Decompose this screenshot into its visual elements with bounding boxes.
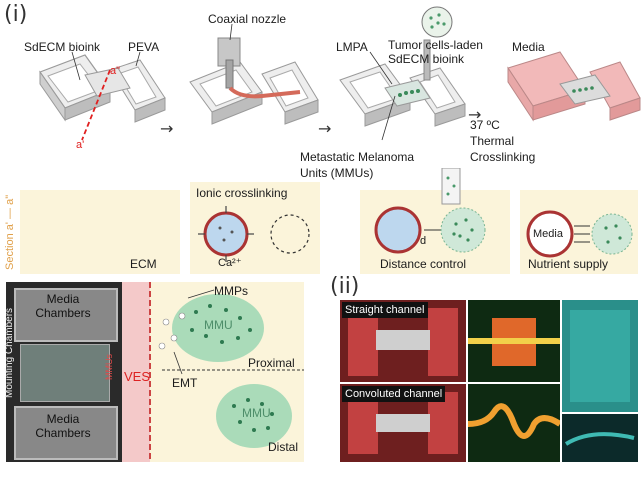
label-tumor-line1: Tumor cells-laden bbox=[388, 38, 483, 52]
label-mmu-distal: MMU bbox=[242, 406, 271, 420]
section-label: Section a' — a" bbox=[4, 194, 16, 270]
label-ves: VES bbox=[124, 369, 151, 384]
convoluted-photo-3 bbox=[562, 414, 638, 462]
svg-text:→: → bbox=[318, 119, 331, 138]
label-coaxial-nozzle: Coaxial nozzle bbox=[208, 12, 287, 26]
label-proximal: Proximal bbox=[248, 356, 295, 370]
label-crosslinking: Crosslinking bbox=[470, 150, 536, 164]
label-mmu-line1: Metastatic Melanoma bbox=[300, 150, 415, 164]
label-distance-control: Distance control bbox=[380, 257, 467, 271]
convoluted-photo-2 bbox=[468, 384, 560, 462]
label-straight-channel: Straight channel bbox=[342, 302, 428, 318]
label-tumor-line2: SdECM bioink bbox=[388, 52, 465, 66]
section-ecm-box bbox=[20, 190, 180, 274]
label-nutrient-supply: Nutrient supply bbox=[528, 257, 609, 271]
panel-i-tag: (i) bbox=[4, 2, 28, 27]
device-1 bbox=[39, 54, 166, 141]
label-temp: 37 ºC bbox=[470, 118, 500, 132]
distance-diagram bbox=[374, 168, 486, 254]
ves-mmu-diagram bbox=[122, 282, 304, 462]
device-2 bbox=[189, 37, 319, 125]
straight-photo-3 bbox=[562, 300, 638, 412]
panel-ii-tag: (ii) bbox=[330, 274, 360, 299]
label-media: Media bbox=[512, 40, 545, 54]
label-emt: EMT bbox=[172, 376, 198, 390]
ionic-diagram bbox=[198, 206, 310, 262]
svg-text:→: → bbox=[160, 119, 173, 138]
label-sdecm-bioink: SdECM bioink bbox=[24, 40, 101, 54]
label-mounting-chambers: Mounting Chambers bbox=[4, 307, 15, 398]
label-a-double: a" bbox=[110, 65, 121, 77]
label-ionic: Ionic crosslinking bbox=[196, 186, 288, 200]
label-mmps: MMPs bbox=[214, 284, 248, 298]
label-media-chambers-bottom: Media Chambers bbox=[35, 412, 91, 440]
device-schematics: → → → bbox=[39, 6, 641, 141]
label-lmpa: LMPA bbox=[336, 40, 368, 54]
label-convoluted-channel: Convoluted channel bbox=[342, 386, 446, 402]
label-ca: Ca²⁺ bbox=[218, 257, 242, 269]
label-media-circle: Media bbox=[533, 228, 563, 240]
straight-photo-2 bbox=[468, 300, 560, 382]
label-mmu-main: MMU bbox=[204, 318, 233, 332]
label-media-chambers-top: Media Chambers bbox=[35, 292, 91, 320]
label-distal: Distal bbox=[268, 440, 299, 454]
label-a-prime: a' bbox=[76, 139, 85, 151]
label-peva: PEVA bbox=[128, 40, 160, 54]
label-mmu-line2: Units (MMUs) bbox=[300, 166, 374, 180]
section-line bbox=[81, 69, 111, 141]
label-d: d bbox=[420, 235, 427, 247]
device-photo bbox=[6, 282, 122, 462]
label-ecm: ECM bbox=[130, 257, 157, 271]
label-thermal: Thermal bbox=[470, 134, 515, 148]
label-mmus-small: MMUs bbox=[104, 354, 114, 380]
nutrient-diagram bbox=[526, 210, 633, 258]
device-3 bbox=[339, 6, 466, 141]
svg-text:→: → bbox=[468, 105, 481, 124]
device-4 bbox=[507, 51, 641, 122]
